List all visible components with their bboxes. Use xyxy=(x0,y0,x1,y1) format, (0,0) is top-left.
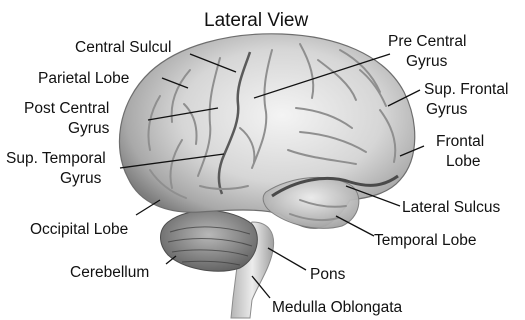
label-post-central-gyrus-line2: Gyrus xyxy=(68,119,109,138)
label-sup-temporal-gyrus-line1: Sup. Temporal xyxy=(6,149,106,168)
diagram-title: Lateral View xyxy=(204,10,308,32)
label-pons: Pons xyxy=(310,265,345,284)
label-pre-central-gyrus-line1: Pre Central xyxy=(388,32,466,51)
label-parietal-lobe: Parietal Lobe xyxy=(38,69,129,88)
label-pre-central-gyrus-line2: Gyrus xyxy=(406,52,447,71)
label-post-central-gyrus-line1: Post Central xyxy=(24,99,109,118)
label-lateral-sulcus: Lateral Sulcus xyxy=(402,198,500,217)
label-frontal-lobe-line2: Lobe xyxy=(446,152,480,171)
label-occipital-lobe: Occipital Lobe xyxy=(30,220,128,239)
label-medulla-oblongata: Medulla Oblongata xyxy=(272,298,402,317)
label-frontal-lobe-line1: Frontal xyxy=(436,132,484,151)
label-temporal-lobe: Temporal Lobe xyxy=(374,231,477,250)
label-central-sulcul: Central Sulcul xyxy=(75,38,172,57)
pointer-occipital-lobe xyxy=(136,200,160,215)
label-sup-temporal-gyrus-line2: Gyrus xyxy=(60,169,101,188)
label-sup-frontal-gyrus-line2: Gyrus xyxy=(426,100,467,119)
pointer-pons xyxy=(268,248,306,270)
label-sup-frontal-gyrus-line1: Sup. Frontal xyxy=(424,80,508,99)
label-cerebellum: Cerebellum xyxy=(70,263,149,282)
